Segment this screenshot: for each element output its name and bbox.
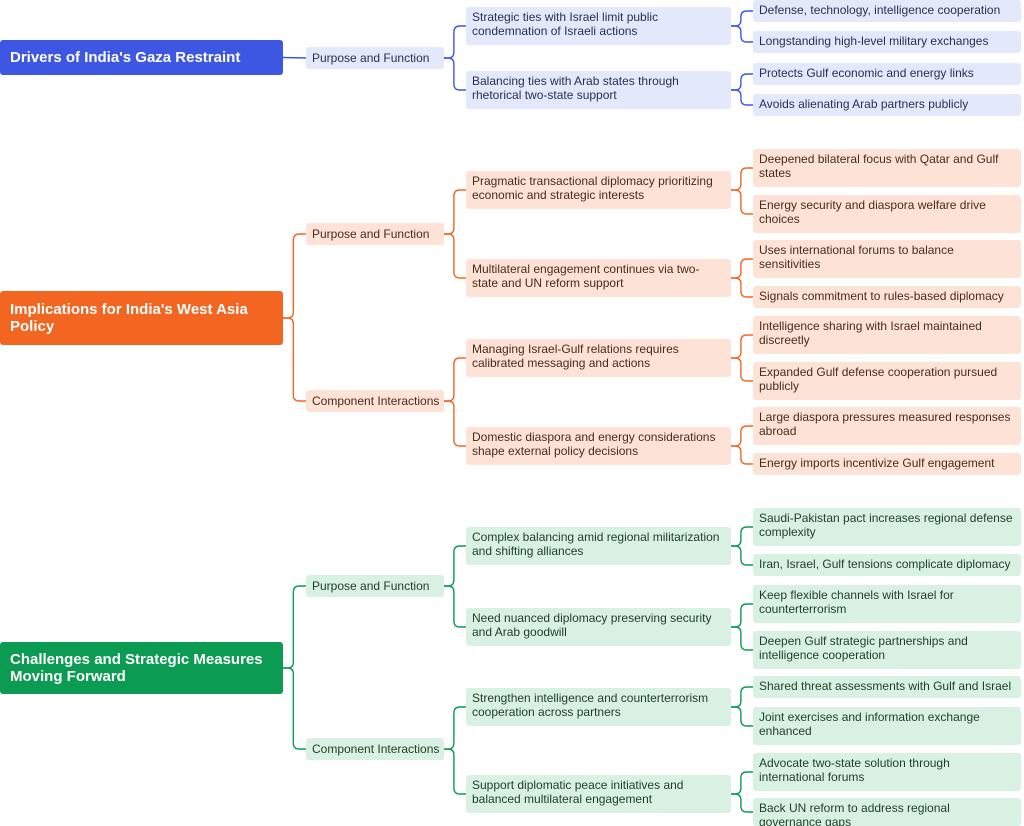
connector-line: [731, 258, 753, 279]
leaf-node[interactable]: Keep flexible channels with Israel for c…: [753, 585, 1021, 623]
connector-line: [731, 277, 753, 298]
connector-line: [444, 706, 466, 750]
subtopic-node[interactable]: Pragmatic transactional diplomacy priori…: [466, 171, 731, 209]
subtopic-node[interactable]: Support diplomatic peace initiatives and…: [466, 775, 731, 813]
leaf-node[interactable]: Energy imports incentivize Gulf engageme…: [753, 453, 1021, 475]
root-node[interactable]: Drivers of India's Gaza Restraint: [0, 40, 283, 75]
connector-line: [731, 25, 753, 43]
connector-line: [283, 317, 306, 402]
subtopic-node[interactable]: Need nuanced diplomacy preserving securi…: [466, 608, 731, 646]
connector-line: [731, 334, 753, 359]
connector-line: [444, 357, 466, 402]
branch-node[interactable]: Purpose and Function: [306, 575, 444, 597]
connector-line: [444, 57, 466, 91]
connector-line: [444, 189, 466, 235]
connector-line: [731, 167, 753, 191]
connector-line: [444, 25, 466, 59]
subtopic-node[interactable]: Strengthen intelligence and counterterro…: [466, 688, 731, 726]
leaf-node[interactable]: Advocate two-state solution through inte…: [753, 753, 1021, 791]
connector-line: [444, 585, 466, 628]
leaf-node[interactable]: Large diaspora pressures measured respon…: [753, 407, 1021, 445]
leaf-node[interactable]: Iran, Israel, Gulf tensions complicate d…: [753, 554, 1021, 576]
connector-line: [731, 445, 753, 465]
connector-line: [444, 400, 466, 447]
branch-node[interactable]: Purpose and Function: [306, 47, 444, 69]
leaf-node[interactable]: Avoids alienating Arab partners publicly: [753, 94, 1021, 116]
connector-line: [731, 626, 753, 651]
connector-line: [283, 585, 306, 669]
connector-line: [283, 233, 306, 319]
connector-line: [283, 667, 306, 750]
connector-line: [731, 603, 753, 628]
connector-line: [731, 771, 753, 795]
connector-line: [444, 233, 466, 279]
leaf-node[interactable]: Saudi-Pakistan pact increases regional d…: [753, 508, 1021, 546]
leaf-node[interactable]: Deepened bilateral focus with Qatar and …: [753, 149, 1021, 187]
root-node[interactable]: Implications for India's West Asia Polic…: [0, 291, 283, 345]
leaf-node[interactable]: Uses international forums to balance sen…: [753, 240, 1021, 278]
leaf-node[interactable]: Longstanding high-level military exchang…: [753, 31, 1021, 53]
connector-line: [731, 425, 753, 447]
subtopic-node[interactable]: Managing Israel-Gulf relations requires …: [466, 339, 731, 377]
leaf-node[interactable]: Defense, technology, intelligence cooper…: [753, 0, 1021, 22]
connector-line: [731, 73, 753, 91]
subtopic-node[interactable]: Balancing ties with Arab states through …: [466, 71, 731, 109]
connector-line: [731, 545, 753, 566]
connector-line: [731, 793, 753, 813]
branch-node[interactable]: Component Interactions: [306, 738, 444, 760]
connector-line: [731, 357, 753, 382]
connector-line: [731, 89, 753, 106]
connector-line: [444, 748, 466, 795]
subtopic-node[interactable]: Multilateral engagement continues via tw…: [466, 259, 731, 297]
leaf-node[interactable]: Deepen Gulf strategic partnerships and i…: [753, 631, 1021, 669]
subtopic-node[interactable]: Domestic diaspora and energy considerati…: [466, 427, 731, 465]
leaf-node[interactable]: Protects Gulf economic and energy links: [753, 63, 1021, 85]
leaf-node[interactable]: Back UN reform to address regional gover…: [753, 798, 1021, 826]
branch-node[interactable]: Purpose and Function: [306, 223, 444, 245]
leaf-node[interactable]: Energy security and diaspora welfare dri…: [753, 195, 1021, 233]
connector-line: [282, 56, 307, 59]
subtopic-node[interactable]: Strategic ties with Israel limit public …: [466, 7, 731, 45]
connector-line: [731, 706, 753, 727]
connector-line: [731, 526, 753, 547]
subtopic-node[interactable]: Complex balancing amid regional militari…: [466, 527, 731, 565]
leaf-node[interactable]: Joint exercises and information exchange…: [753, 707, 1021, 745]
branch-node[interactable]: Component Interactions: [306, 390, 444, 412]
connector-line: [731, 189, 753, 215]
leaf-node[interactable]: Signals commitment to rules-based diplom…: [753, 286, 1021, 308]
root-node[interactable]: Challenges and Strategic Measures Moving…: [0, 642, 283, 694]
leaf-node[interactable]: Expanded Gulf defense cooperation pursue…: [753, 362, 1021, 400]
connector-line: [444, 545, 466, 587]
connector-line: [731, 10, 753, 27]
connector-line: [731, 686, 753, 708]
leaf-node[interactable]: Shared threat assessments with Gulf and …: [753, 676, 1021, 698]
leaf-node[interactable]: Intelligence sharing with Israel maintai…: [753, 316, 1021, 354]
